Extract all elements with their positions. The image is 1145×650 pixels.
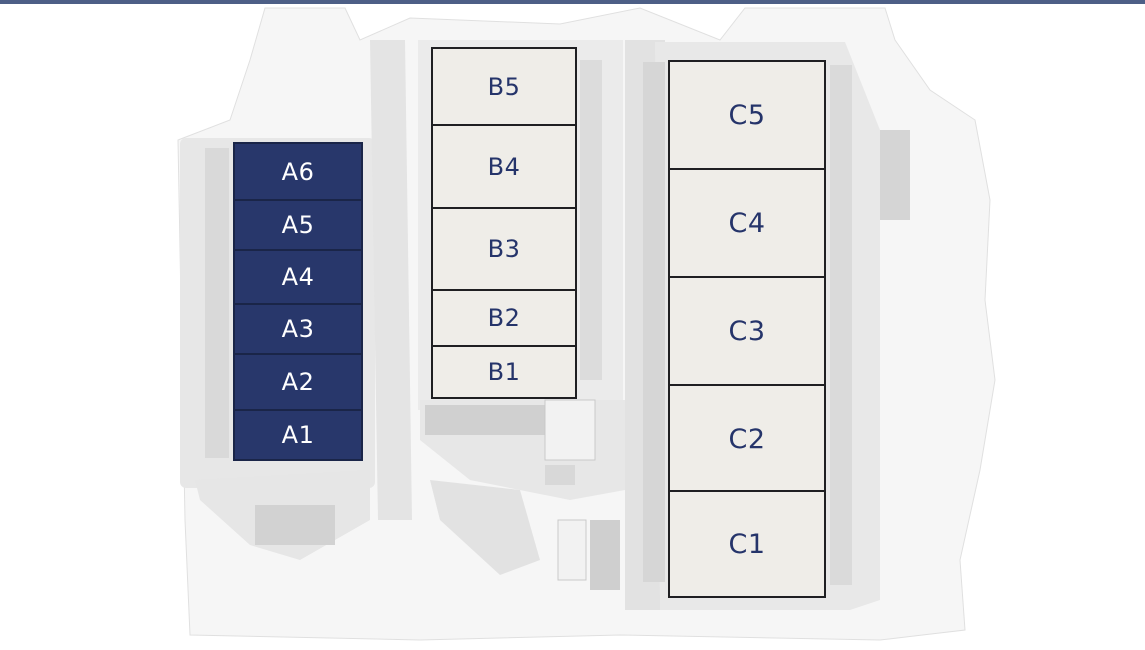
- unit-b1[interactable]: B1: [431, 345, 577, 399]
- unit-b3[interactable]: B3: [431, 207, 577, 291]
- unit-a5[interactable]: A5: [233, 199, 363, 251]
- unit-a3[interactable]: A3: [233, 303, 363, 355]
- unit-b4[interactable]: B4: [431, 124, 577, 209]
- unit-b5[interactable]: B5: [431, 47, 577, 126]
- unit-b2[interactable]: B2: [431, 289, 577, 347]
- header-bar: [0, 0, 1145, 4]
- unit-a6[interactable]: A6: [233, 142, 363, 201]
- unit-c3[interactable]: C3: [668, 276, 826, 386]
- unit-c1[interactable]: C1: [668, 490, 826, 598]
- unit-c5[interactable]: C5: [668, 60, 826, 170]
- unit-c2[interactable]: C2: [668, 384, 826, 494]
- unit-c4[interactable]: C4: [668, 168, 826, 278]
- unit-a4[interactable]: A4: [233, 249, 363, 305]
- unit-a2[interactable]: A2: [233, 353, 363, 411]
- unit-a1[interactable]: A1: [233, 409, 363, 461]
